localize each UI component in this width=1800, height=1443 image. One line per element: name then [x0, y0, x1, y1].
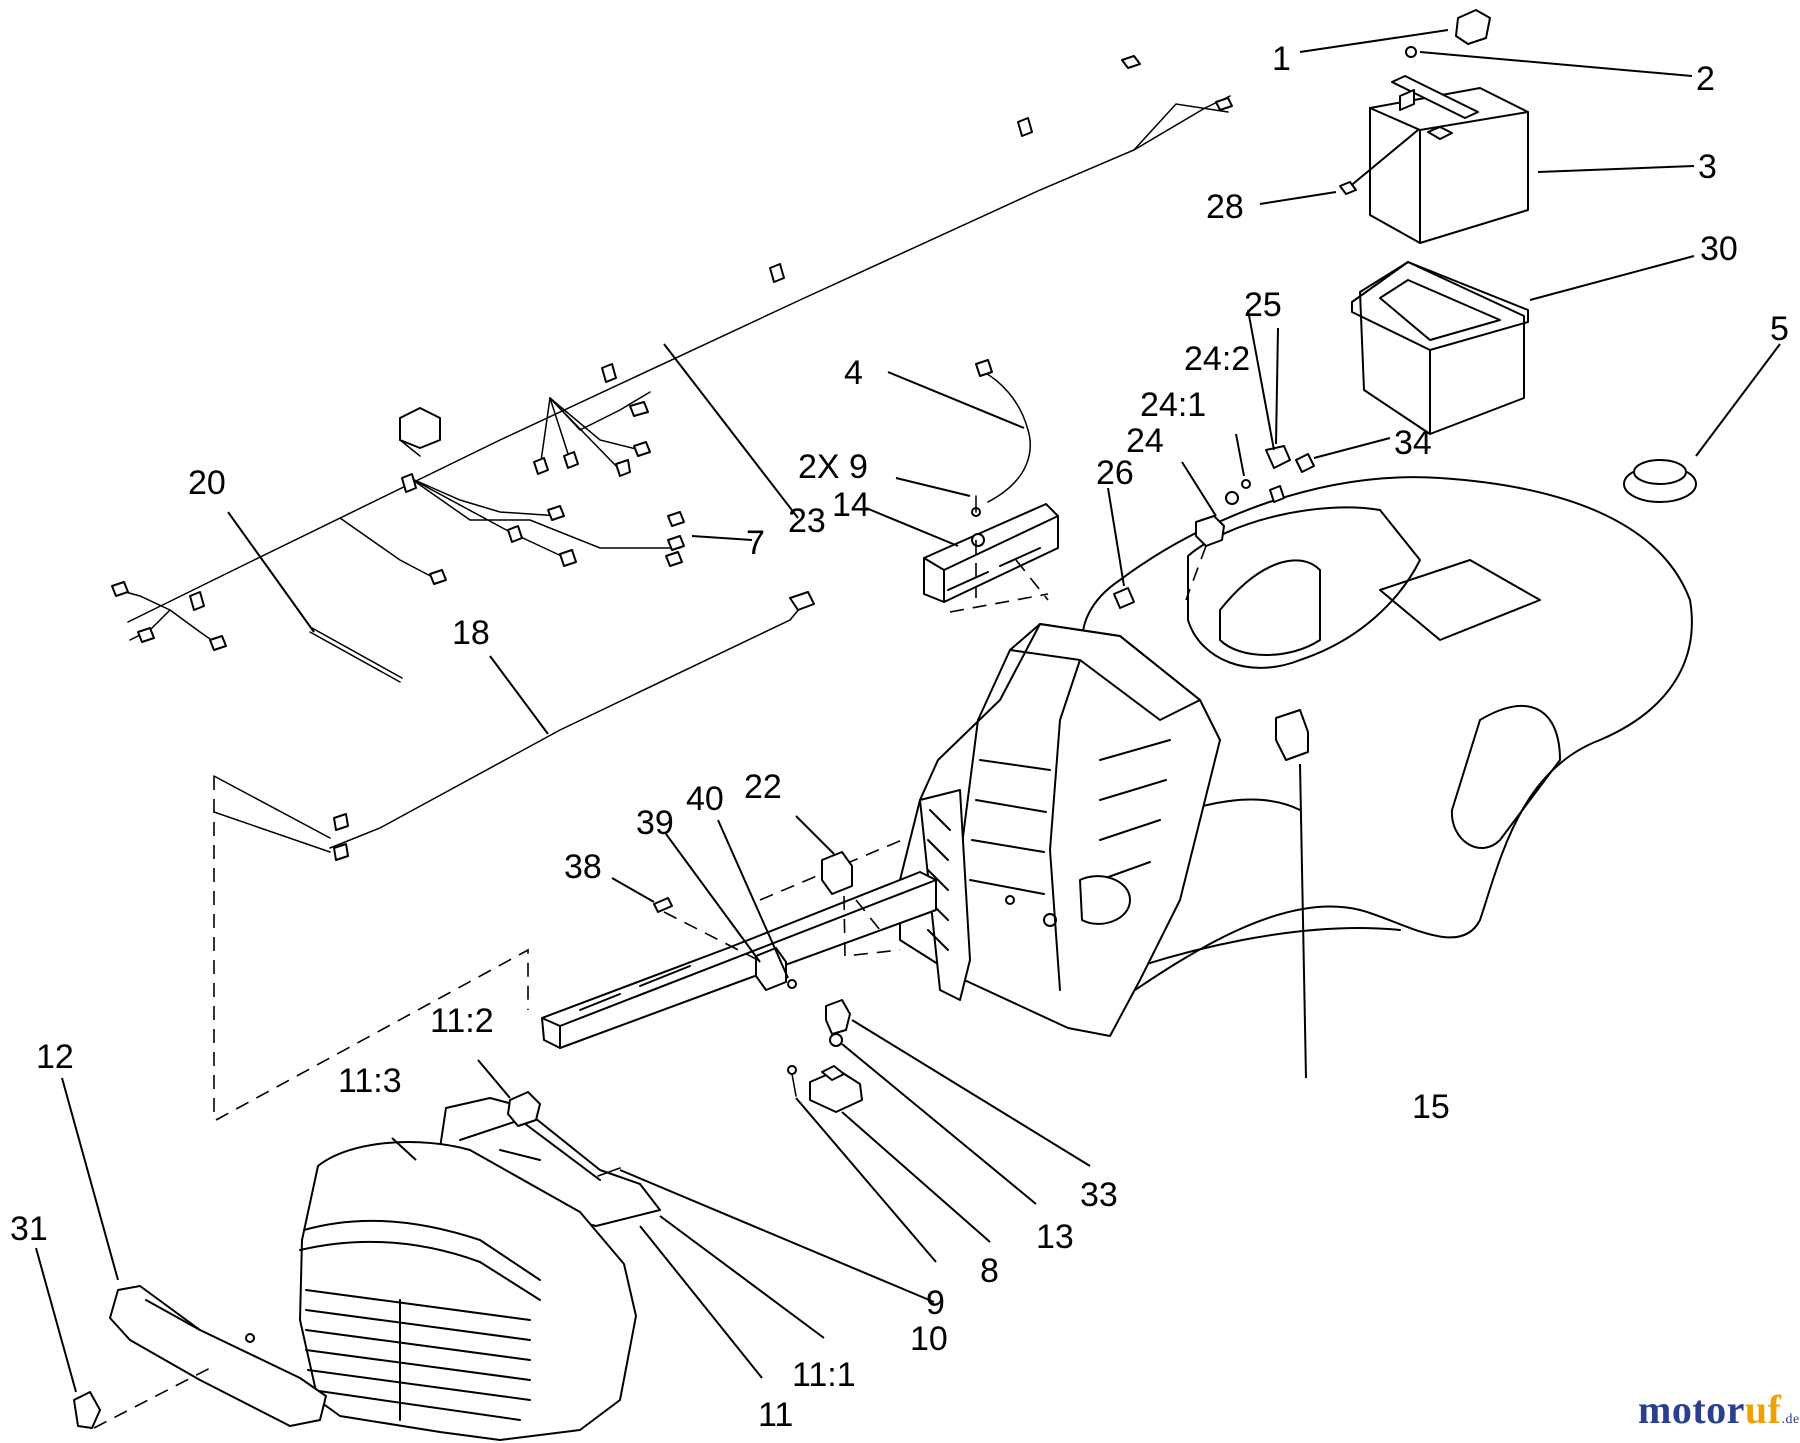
lamp-socket [507, 1091, 541, 1127]
callout-24-1: 24:1 [1140, 386, 1206, 424]
screw [653, 897, 673, 913]
headlight-wire [213, 591, 815, 861]
watermark-part2: uf [1744, 1387, 1782, 1432]
solenoid [809, 1065, 863, 1113]
connector [667, 511, 685, 527]
seat-switch [1275, 709, 1309, 761]
callout-40: 40 [686, 780, 724, 818]
callout-13: 13 [1036, 1218, 1074, 1256]
callout-20: 20 [188, 464, 226, 502]
battery-screw [1405, 46, 1417, 58]
cable-tie [309, 627, 403, 683]
callout-11: 11 [758, 1396, 793, 1434]
cap [1269, 453, 1315, 503]
callout-labels: 1 2 3 28 30 5 25 24:2 24:1 24 34 26 4 2X… [10, 40, 1789, 1434]
solenoid-nut [829, 1033, 843, 1047]
relay [821, 851, 853, 895]
callout-24-2: 24:2 [1184, 340, 1250, 378]
callout-24: 24 [1126, 422, 1164, 460]
callout-8: 8 [980, 1252, 999, 1290]
battery [1347, 75, 1529, 244]
callout-4: 4 [844, 354, 863, 392]
callout-28: 28 [1206, 188, 1244, 226]
battery-tray [1351, 261, 1529, 435]
callout-14: 14 [832, 486, 870, 524]
watermark-logo: motoruf.de [1638, 1386, 1800, 1433]
watermark-part1: motor [1638, 1387, 1745, 1432]
key [1265, 445, 1291, 469]
callout-2x9: 2X 9 [798, 448, 868, 486]
callout-3: 3 [1698, 148, 1717, 186]
console [919, 789, 971, 1001]
mounting-bracket [923, 495, 1059, 603]
callout-11-3: 11:3 [338, 1062, 402, 1100]
hood [299, 1141, 637, 1441]
leader-lines [35, 29, 1781, 1393]
nut [787, 979, 797, 989]
callout-30: 30 [1700, 230, 1738, 268]
switch [1113, 587, 1135, 609]
ignition-nut [1225, 491, 1239, 505]
ignition-key-washer [1241, 479, 1251, 489]
grille-trim [109, 1285, 327, 1427]
callout-22: 22 [744, 768, 782, 806]
callout-31: 31 [10, 1210, 48, 1248]
callout-18: 18 [452, 614, 490, 652]
callout-10: 10 [910, 1320, 948, 1358]
frame [541, 871, 937, 1049]
callout-23: 23 [788, 502, 826, 540]
bulb-retaining-pin [597, 1167, 621, 1177]
elbow [825, 999, 851, 1035]
callout-2: 2 [1696, 60, 1715, 98]
callout-38: 38 [564, 848, 602, 886]
battery-nut [1339, 181, 1357, 195]
watermark-part3: .de [1781, 1412, 1800, 1427]
emblem [73, 1391, 101, 1429]
plug [1623, 459, 1697, 503]
solenoid-screw [787, 1065, 797, 1097]
callout-34: 34 [1394, 424, 1432, 462]
wire-harness [111, 55, 1233, 651]
callout-5: 5 [1770, 310, 1789, 348]
ignition-switch [1195, 515, 1225, 547]
callout-11-2: 11:2 [430, 1002, 494, 1040]
callout-25: 25 [1244, 286, 1282, 324]
callout-39: 39 [636, 804, 674, 842]
callout-33: 33 [1080, 1176, 1118, 1214]
fuse-holder [755, 947, 787, 991]
terminal-cover [1455, 9, 1491, 45]
callout-26: 26 [1096, 454, 1134, 492]
dashboard [899, 623, 1221, 1037]
callout-1: 1 [1272, 40, 1291, 78]
battery-cable [975, 359, 1031, 503]
callout-9: 9 [926, 1284, 945, 1322]
callout-11-1: 11:1 [792, 1356, 856, 1394]
callout-7: 7 [746, 524, 765, 562]
callout-15: 15 [1412, 1088, 1450, 1126]
callout-12: 12 [36, 1038, 74, 1076]
